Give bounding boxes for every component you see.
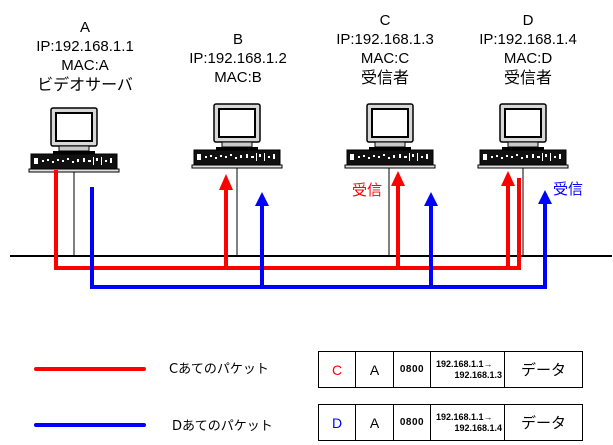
packet-c-type: 0800: [393, 351, 431, 388]
packet-c-src-mac: A: [355, 351, 394, 388]
host-d-label: D IP:192.168.1.4 MAC:D 受信者: [463, 11, 593, 87]
packet-c-payload: データ: [504, 351, 583, 388]
host-b-ip: IP:192.168.1.2: [189, 50, 287, 67]
host-d-ip: IP:192.168.1.4: [479, 31, 577, 48]
packet-d-payload: データ: [504, 404, 583, 441]
host-b-label: B IP:192.168.1.2 MAC:B: [173, 30, 303, 87]
arrow-blue-b: [255, 192, 269, 206]
host-d-role: 受信者: [503, 68, 552, 87]
computer-a-icon: [28, 107, 120, 173]
legend-label-c: Cあてのパケット: [169, 362, 269, 377]
packet-c-dst-mac: C: [318, 351, 356, 388]
receive-label-c: 受信: [352, 181, 383, 199]
host-c-role: 受信者: [360, 68, 409, 87]
host-a-mac: MAC:A: [61, 57, 109, 74]
packet-d-ip-src: 192.168.1.1→: [436, 411, 493, 422]
arrow-red-b: [219, 174, 233, 190]
host-b-mac: MAC:B: [214, 69, 262, 86]
packet-c-ip: 192.168.1.1→ 192.168.1.3: [430, 351, 505, 388]
packet-d-src-mac: A: [355, 404, 394, 441]
red-packet-path: [54, 170, 521, 270]
packet-c-ip-src: 192.168.1.1→: [436, 358, 493, 369]
blue-packet-path: [90, 187, 547, 289]
computer-c-icon: [344, 103, 436, 169]
host-c-ip: IP:192.168.1.3: [336, 31, 434, 48]
packet-c-ip-dst: 192.168.1.3: [454, 369, 502, 380]
arrow-blue-c: [424, 192, 438, 206]
host-d-mac: MAC:D: [503, 50, 553, 67]
packet-d-type: 0800: [393, 404, 431, 441]
packet-d-ip: 192.168.1.1→ 192.168.1.4: [430, 404, 505, 441]
packet-to-d: D A 0800 192.168.1.1→ 192.168.1.4 データ: [318, 404, 583, 441]
host-a-role: ビデオサーバ: [37, 75, 133, 94]
host-c-label: C IP:192.168.1.3 MAC:C 受信者: [320, 11, 450, 87]
arrow-blue-d: [538, 190, 552, 204]
packet-d-ip-dst: 192.168.1.4: [454, 422, 502, 433]
legend-label-d: Dあてのパケット: [172, 419, 273, 434]
receive-label-d: 受信: [553, 180, 584, 198]
host-c-mac: MAC:C: [360, 50, 410, 67]
host-a-name: A: [79, 19, 90, 36]
host-b-name: B: [232, 31, 243, 48]
arrow-red-c: [391, 171, 405, 186]
host-d-name: D: [522, 12, 534, 29]
computer-b-icon: [191, 103, 283, 169]
arrow-red-d: [501, 171, 515, 186]
host-a-label: A IP:192.168.1.1 MAC:A ビデオサーバ: [20, 18, 150, 94]
packet-to-c: C A 0800 192.168.1.1→ 192.168.1.3 データ: [318, 351, 583, 388]
host-c-name: C: [379, 12, 391, 29]
packet-d-dst-mac: D: [318, 404, 356, 441]
computer-d-icon: [477, 103, 569, 169]
host-a-ip: IP:192.168.1.1: [36, 38, 134, 55]
